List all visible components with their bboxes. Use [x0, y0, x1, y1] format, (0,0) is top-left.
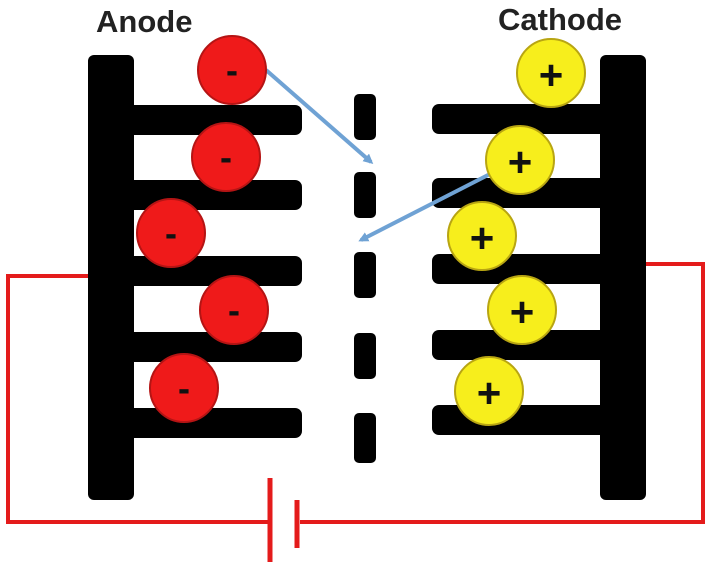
anode-finger	[120, 105, 302, 135]
negative-ion-circle	[136, 198, 206, 268]
positive-ion-sign: +	[477, 370, 502, 417]
positive-ion: +	[447, 201, 517, 271]
positive-ion-circle	[516, 38, 586, 108]
positive-ions: + + + + +	[447, 38, 586, 426]
negative-ion-sign: -	[178, 368, 190, 409]
circuit-wire-right	[300, 262, 705, 524]
positive-ion-circle	[454, 356, 524, 426]
positive-ion: +	[487, 275, 557, 345]
negative-ion: -	[199, 275, 269, 345]
negative-ion-sign: -	[226, 50, 238, 91]
cathode-finger	[432, 330, 614, 360]
negative-ion-sign: -	[228, 290, 240, 331]
negative-ion: -	[149, 353, 219, 423]
positive-ion: +	[485, 125, 555, 195]
negative-ion-sign: -	[220, 137, 232, 178]
arrow-anion-to-separator	[264, 68, 374, 164]
positive-ion-circle	[485, 125, 555, 195]
positive-ion: +	[516, 38, 586, 108]
cathode-finger	[432, 104, 614, 134]
positive-ion-sign: +	[510, 289, 535, 336]
negative-ion: -	[191, 122, 261, 192]
negative-ion: -	[136, 198, 206, 268]
anode-finger	[120, 408, 302, 438]
positive-ion-circle	[487, 275, 557, 345]
separator-segment	[354, 172, 376, 218]
separator-segment	[354, 413, 376, 463]
anode-label: Anode	[96, 4, 192, 39]
cathode-backbone	[600, 55, 646, 500]
positive-ion-sign: +	[539, 52, 564, 99]
positive-ion-sign: +	[508, 139, 533, 186]
positive-ion-circle	[447, 201, 517, 271]
battery-symbol	[267, 478, 300, 562]
anode-finger	[120, 332, 302, 362]
separator-segment	[354, 333, 376, 379]
negative-ion-sign: -	[165, 213, 177, 254]
anode-electrode	[88, 55, 302, 500]
negative-ion-circle	[197, 35, 267, 105]
negative-ion-circle	[149, 353, 219, 423]
circuit-wire-left	[6, 274, 268, 524]
negative-ion: -	[197, 35, 267, 105]
separator-segment	[354, 252, 376, 298]
positive-ion: +	[454, 356, 524, 426]
anode-finger	[120, 256, 302, 286]
negative-ion-circle	[191, 122, 261, 192]
separator-segment	[354, 94, 376, 140]
negative-ions: - - - - -	[136, 35, 269, 423]
arrow-cation-to-separator	[358, 172, 491, 242]
anode-backbone	[88, 55, 134, 500]
separator	[354, 94, 376, 463]
cathode-electrode	[432, 55, 646, 500]
negative-ion-circle	[199, 275, 269, 345]
external-circuit	[6, 262, 705, 562]
positive-ion-sign: +	[470, 215, 495, 262]
ion-migration-arrows	[264, 68, 491, 242]
cathode-label: Cathode	[498, 2, 622, 37]
